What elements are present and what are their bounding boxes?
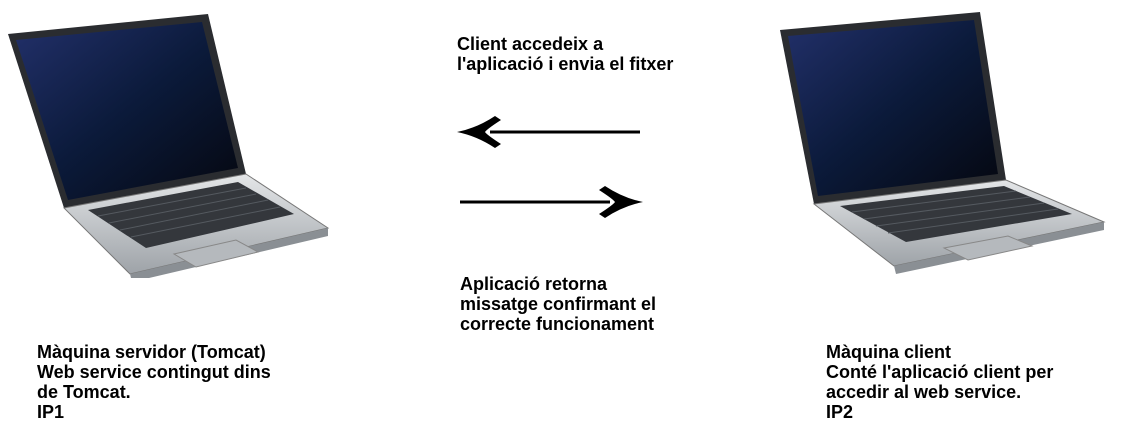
response-label: Aplicació retorna missatge confirmant el… [460, 274, 657, 334]
client-laptop-icon [780, 12, 1106, 274]
server-laptop-icon [8, 14, 330, 278]
arrow-right-icon [460, 186, 643, 218]
arrow-left-icon [457, 116, 640, 148]
server-caption: Màquina servidor (Tomcat) Web service co… [37, 342, 271, 422]
client-caption: Màquina client Conté l'aplicació client … [826, 342, 1054, 422]
request-label: Client accedeix a l'aplicació i envia el… [457, 34, 674, 74]
